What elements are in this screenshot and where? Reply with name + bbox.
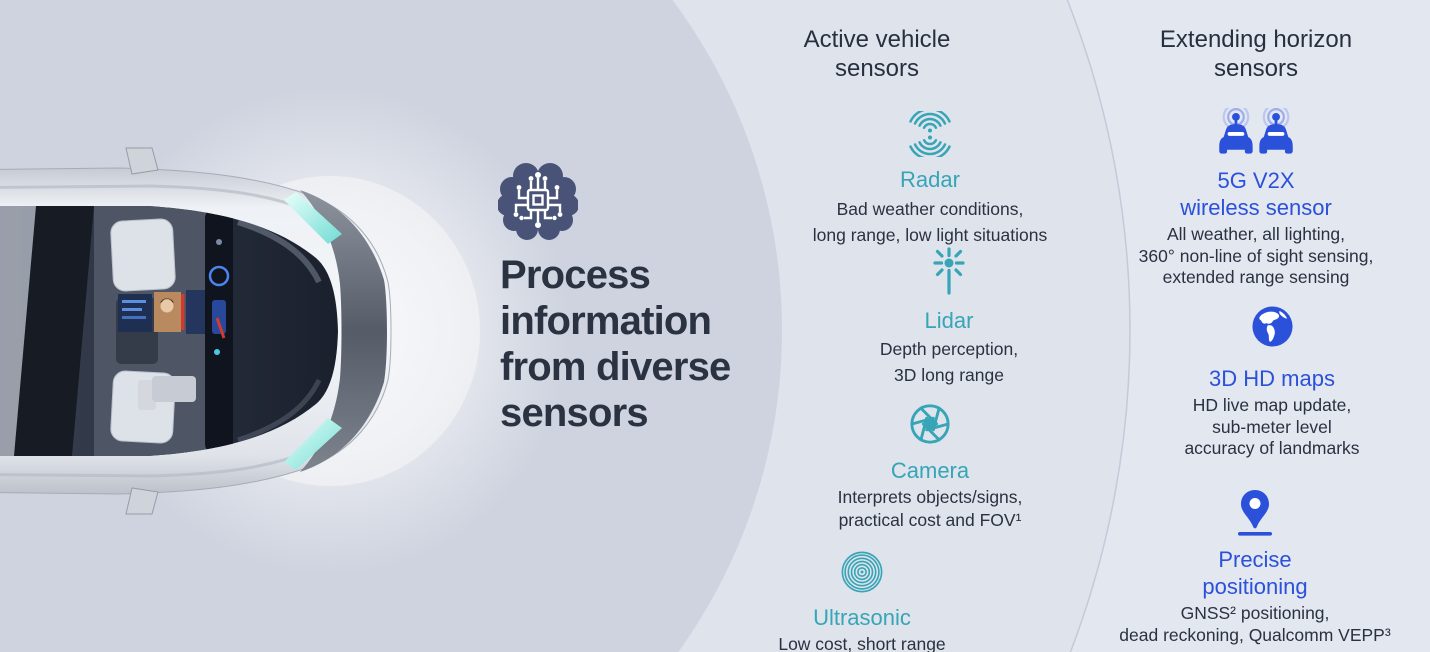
sensor-label: Precise positioning <box>1202 547 1308 599</box>
screen-dark <box>186 290 208 334</box>
sensor-item-radar: Radar Bad weather conditions, long range… <box>765 107 1095 248</box>
side-mirror-left <box>125 147 159 175</box>
map-pin-icon <box>1090 487 1420 542</box>
dash-cyan-dot <box>214 349 220 355</box>
screen-blue <box>118 294 152 332</box>
dash-ring-display <box>208 265 230 287</box>
side-mirror-right <box>125 487 159 515</box>
dash-dot <box>216 239 222 245</box>
sensor-desc: Bad weather conditions, long range, low … <box>812 199 1048 245</box>
dash-red-accent <box>215 317 226 339</box>
headlight-right <box>284 418 342 470</box>
sensor-desc: All weather, all lighting, 360° non-line… <box>1138 224 1374 287</box>
column-title-active: Active vehicle sensors <box>803 26 951 82</box>
camera-aperture-icon <box>765 403 1095 450</box>
sensor-item-precise-positioning: Precise positioning GNSS² positioning, d… <box>1090 487 1420 646</box>
column-title-horizon: Extending horizon sensors <box>1159 26 1353 82</box>
sensor-item-lidar: Lidar Depth perception, 3D long range <box>784 243 1114 388</box>
screen-line-3 <box>122 316 146 319</box>
sensor-item-ultrasonic: Ultrasonic Low cost, short range <box>697 551 1027 652</box>
console-detail-1 <box>138 380 156 410</box>
page-title: Process information from diverse sensors <box>500 253 731 435</box>
sensor-item-5g-v2x: 5G V2X wireless sensor All weather, all … <box>1091 103 1421 289</box>
portrait-face <box>160 299 174 313</box>
v2x-connected-cars-icon <box>1091 103 1421 162</box>
radar-waves-icon <box>765 107 1095 162</box>
roof-bar <box>14 206 94 456</box>
screen-red-bar <box>181 294 185 330</box>
sensor-label: Radar <box>900 167 960 192</box>
dash-blue-display <box>212 300 226 334</box>
ultrasonic-rings-icon <box>697 551 1027 598</box>
sensor-desc: HD live map update, sub-meter level accu… <box>1184 395 1360 458</box>
screen-line-1 <box>122 300 146 303</box>
front-trim <box>300 190 387 472</box>
sensor-desc: GNSS² positioning, dead reckoning, Qualc… <box>1119 603 1391 645</box>
car-top-view-illustration <box>0 147 392 515</box>
sensor-label: Camera <box>890 458 970 483</box>
headlight-left <box>284 192 342 244</box>
portrait-hair <box>160 298 174 303</box>
sensor-desc: Interprets objects/signs, practical cost… <box>837 487 1023 530</box>
seat-top <box>110 218 176 292</box>
screen-line-2 <box>122 308 142 311</box>
sensor-label: Lidar <box>924 308 974 333</box>
windshield-reflection-1 <box>237 219 322 284</box>
console-detail-2 <box>152 376 196 402</box>
sensor-label: 3D HD maps <box>1209 366 1335 391</box>
globe-icon <box>1107 304 1430 354</box>
sensor-item-camera: Camera Interprets objects/signs, practic… <box>765 403 1095 532</box>
lidar-burst-icon <box>784 243 1114 300</box>
car-interior <box>0 206 322 456</box>
circuit-brain-icon <box>498 163 578 240</box>
windshield-reflection-2 <box>237 378 322 443</box>
sensor-label: 5G V2X wireless sensor <box>1180 168 1332 220</box>
sensor-desc: Low cost, short range <box>778 634 946 652</box>
sensor-desc: Depth perception, 3D long range <box>879 339 1019 385</box>
sensor-item-3d-hd-maps: 3D HD maps HD live map update, sub-meter… <box>1107 304 1430 460</box>
sensor-label: Ultrasonic <box>813 605 911 630</box>
